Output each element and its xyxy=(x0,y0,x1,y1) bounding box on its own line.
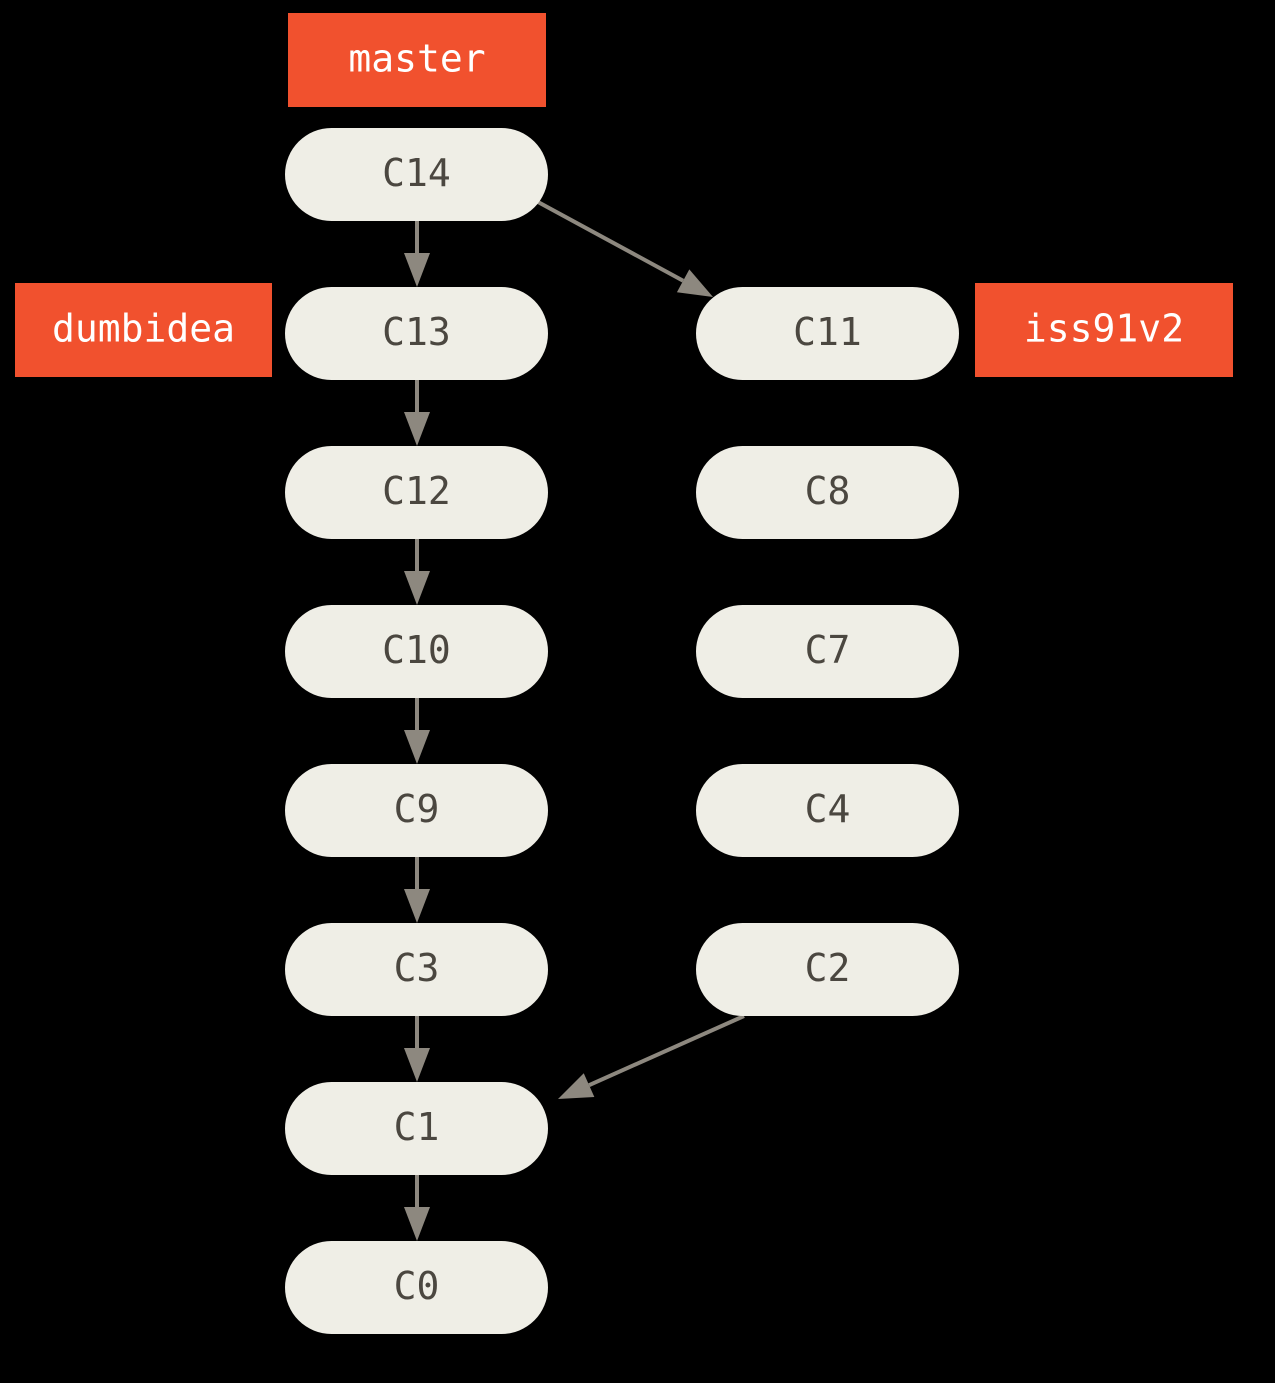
commit-node-c1[interactable]: C1 xyxy=(285,1082,548,1175)
commit-label: C10 xyxy=(382,628,451,672)
commit-pill[interactable] xyxy=(696,764,959,857)
edges-layer xyxy=(404,200,745,1241)
branches-layer: master dumbidea iss91v2 xyxy=(15,13,1233,377)
edge-arrowhead xyxy=(404,1048,430,1082)
branch-label-dumbidea[interactable]: dumbidea xyxy=(15,283,272,377)
edge-c14-to-c13 xyxy=(404,221,430,287)
commit-node-c12[interactable]: C12 xyxy=(285,446,548,539)
edge-c10-to-c9 xyxy=(404,698,430,764)
commit-pill[interactable] xyxy=(696,605,959,698)
branch-box[interactable] xyxy=(15,283,272,377)
commit-label: C3 xyxy=(394,946,440,990)
branch-name: master xyxy=(348,37,485,81)
edge-c12-to-c10 xyxy=(404,539,430,605)
commit-pill[interactable] xyxy=(285,764,548,857)
commit-label: C0 xyxy=(394,1264,440,1308)
commit-label: C13 xyxy=(382,310,451,354)
branch-box[interactable] xyxy=(288,13,546,107)
branch-name: iss91v2 xyxy=(1024,307,1184,351)
edge-arrowhead xyxy=(404,571,430,605)
commit-node-c9[interactable]: C9 xyxy=(285,764,548,857)
commit-pill[interactable] xyxy=(696,446,959,539)
commit-pill[interactable] xyxy=(285,605,548,698)
edge-c9-to-c3 xyxy=(404,857,430,923)
edge-arrowhead xyxy=(404,889,430,923)
edge-arrowhead xyxy=(676,269,713,297)
edge-c13-to-c12 xyxy=(404,380,430,446)
edge-shaft xyxy=(588,1014,745,1087)
commit-pill[interactable] xyxy=(696,287,959,380)
commit-label: C1 xyxy=(394,1105,440,1149)
edge-arrowhead xyxy=(404,1207,430,1241)
commit-pill[interactable] xyxy=(285,128,548,221)
commit-pill[interactable] xyxy=(285,1082,548,1175)
commit-pill[interactable] xyxy=(285,287,548,380)
branch-label-master[interactable]: master xyxy=(288,13,546,107)
commit-pill[interactable] xyxy=(285,923,548,1016)
commit-node-c11[interactable]: C11 xyxy=(696,287,959,380)
commit-node-c2[interactable]: C2 xyxy=(696,923,959,1016)
commit-node-c7[interactable]: C7 xyxy=(696,605,959,698)
commit-pill[interactable] xyxy=(696,923,959,1016)
edge-arrowhead xyxy=(404,730,430,764)
edge-arrowhead xyxy=(404,412,430,446)
commit-pill[interactable] xyxy=(285,1241,548,1334)
commit-node-c3[interactable]: C3 xyxy=(285,923,548,1016)
commit-node-c14[interactable]: C14 xyxy=(285,128,548,221)
commit-node-c8[interactable]: C8 xyxy=(696,446,959,539)
edge-c14-to-c11 xyxy=(537,200,713,297)
edge-c3-to-c1 xyxy=(404,1016,430,1082)
branch-name: dumbidea xyxy=(52,307,235,351)
branch-box[interactable] xyxy=(975,283,1233,377)
edge-c1-to-c0 xyxy=(404,1175,430,1241)
commit-node-c0[interactable]: C0 xyxy=(285,1241,548,1334)
edge-arrowhead xyxy=(404,253,430,287)
commit-label: C8 xyxy=(805,469,851,513)
commit-label: C11 xyxy=(793,310,862,354)
commit-label: C4 xyxy=(805,787,851,831)
commit-node-c10[interactable]: C10 xyxy=(285,605,548,698)
edge-c2-to-c1 xyxy=(558,1014,745,1099)
branch-label-iss91v2[interactable]: iss91v2 xyxy=(975,283,1233,377)
commit-label: C14 xyxy=(382,151,451,195)
commit-node-c4[interactable]: C4 xyxy=(696,764,959,857)
commit-pill[interactable] xyxy=(285,446,548,539)
commit-node-c13[interactable]: C13 xyxy=(285,287,548,380)
edge-shaft xyxy=(537,200,685,283)
commit-label: C12 xyxy=(382,469,451,513)
edge-arrowhead xyxy=(558,1073,595,1099)
commit-label: C9 xyxy=(394,787,440,831)
commit-label: C7 xyxy=(805,628,851,672)
commit-label: C2 xyxy=(805,946,851,990)
